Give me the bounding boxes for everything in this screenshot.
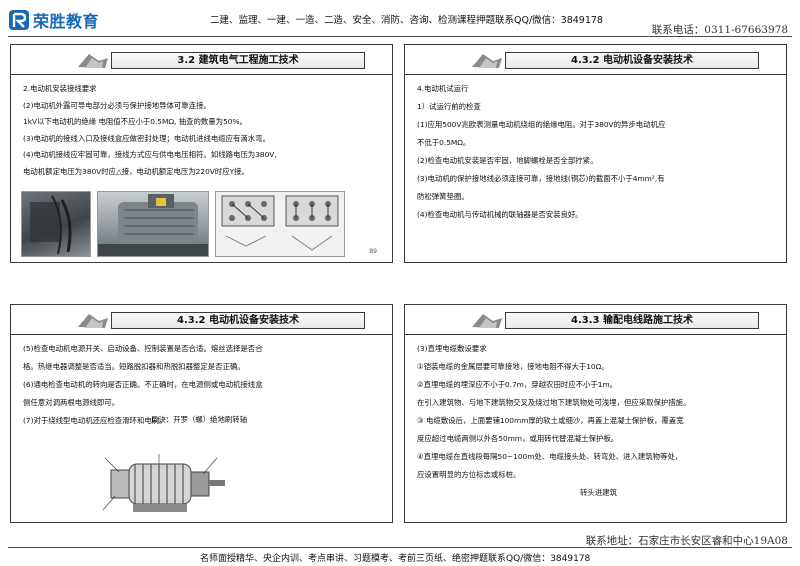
text-line: (4)检查电动机与传动机械的联轴器是否安装良好。 [417,210,583,219]
panel-title: 4.3.3 输配电线路施工技术 [505,312,759,329]
slide-title-icon [78,54,108,68]
text-line: ④直埋电缆在直线段每隔50~100m处、电缆接头处、转弯处、进入建筑物等处， [417,452,683,461]
text-line: 格。热继电器调整是否适当。短路脱扣器和热脱扣器整定是否正确。 [23,362,245,371]
contact-address: 联系地址：石家庄市长安区睿和中心19A08 [585,535,788,547]
text-line: 4.电动机试运行 [417,84,469,93]
slide-panel-electrical-construction: 3.2 建筑电气工程施工技术 2.电动机安装接线要求 (2)电动机外露可导电部分… [10,44,393,263]
text-line: ②直埋电缆的埋深应不小于0.7m，穿越农田时应不小于1m。 [417,380,618,389]
panel-title: 3.2 建筑电气工程施工技术 [111,52,365,69]
text-line: 度应超过电缆两侧以外各50mm，或用砖代替混凝土保护板。 [417,434,619,443]
slide-panel-motor-installation: 4.3.2 电动机设备安装技术 4.电动机试运行 1）试运行前的检查 (1)应用… [404,44,787,263]
slide-panel-motor-installation-continued: 4.3.2 电动机设备安装技术 (5)检查电动机电源开关、启动设备、控制装置是否… [10,304,393,523]
text-line: 1kV以下电动机的绝缘 电阻值不应小于0.5MΩ, 抽查的数量为50%。 [23,117,247,126]
text-line: 电动机额定电压为380V时应△接，电动机额定电压为220V时应Y接。 [23,166,249,176]
text-line: (5)检查电动机电源开关、启动设备、控制装置是否合适。熔丝选择是否合 [23,344,263,353]
text-line: 在引入建筑物、与地下建筑物交叉及绕过地下建筑物处可浅埋，但应采取保护措施。 [417,398,691,407]
slide-title-icon [78,314,108,328]
text-line: (6)通电检查电动机的转向是否正确。不正确时，在电源侧或电动机接线盒 [23,380,263,389]
text-line: 2.电动机安装接线要求 [23,84,97,93]
text-line: (2)电动机外露可导电部分必须与保护接地导体可靠连接。 [23,100,211,110]
text-line: (3)电动机的接线入口及接线盒应做密封处理；电动机进线电缆应有滴水弯。 [23,133,270,143]
slide-title-icon [472,314,502,328]
text-line: (4)电动机接线应牢固可靠，接线方式应与供电电压相符。如线路电压为380V, [23,150,277,159]
panel-content: (5)检查电动机电源开关、启动设备、控制装置是否合适。熔丝选择是否合 格。热继电… [23,343,384,433]
text-line: (2)检查电动机安装是否牢固，地脚螺栓是否全部拧紧。 [417,156,598,165]
terminal-wiring-diagram [215,191,345,257]
panel-content: 4.电动机试运行 1）试运行前的检查 (1)应用500V兆欧表测量电动机绕组的绝… [417,83,778,227]
mnemonic-note: 口诀：开罗（螺）绝地刷转轴 [151,415,248,424]
panel-title: 4.3.2 电动机设备安装技术 [505,52,759,69]
panel-header: 3.2 建筑电气工程施工技术 [11,45,392,75]
footer-divider [8,547,792,548]
photo-strip: 89 [21,191,381,257]
top-banner: 二建、监理、一建、一造、二造、安全、消防、咨询、检测课程押题联系QQ/微信：38… [210,15,603,26]
text-line: ③ 电缆敷设后，上面要铺100mm厚的软土或细沙，再盖上混凝土保护板，覆盖宽 [417,416,684,425]
text-line: (3)电动机的保护接地线必须连接可靠，接地线(铜芯)的截面不小于4mm²,有 [417,174,665,183]
annotation-note: 转头进建筑 [580,488,617,497]
text-line: 应设置明显的方位标志或标桩。 [417,470,521,479]
logo-text: 荣胜教育 [33,12,100,31]
panel-content: 2.电动机安装接线要求 (2)电动机外露可导电部分必须与保护接地导体可靠连接。 … [23,83,384,182]
text-line: 1）试运行前的检查 [417,102,481,111]
slide-title-icon [472,54,502,68]
slide-panel-power-line-construction: 4.3.3 输配电线路施工技术 (3)直埋电缆敷设要求 ①铠装电缆的金属层要可靠… [404,304,787,523]
logo: 荣胜教育 [8,8,99,32]
header-divider [8,36,792,37]
text-line: 不低于0.5MΩ。 [417,138,471,147]
motor-photo [97,191,209,257]
panel-header: 4.3.2 电动机设备安装技术 [405,45,786,75]
bottom-banner: 名师面授精华、央企内训、考点串讲、习题模考、考前三页纸、绝密押题联系QQ/微信：… [200,554,591,564]
text-line: (3)直埋电缆敷设要求 [417,344,487,353]
panel-content: (3)直埋电缆敷设要求 ①铠装电缆的金属层要可靠接地，接地电阻不得大于10Ω。 … [417,343,778,487]
text-line: (1)应用500V兆欧表测量电动机绕组的绝缘电阻。对于380V的异步电动机应 [417,120,666,129]
text-line: ①铠装电缆的金属层要可靠接地，接地电阻不得大于10Ω。 [417,362,609,371]
wound-rotor-motor-illustration [102,454,225,512]
text-line: (7)对于绕线型电动机还应检查滑环和电刷。 [23,416,167,425]
panel-header: 4.3.3 输配电线路施工技术 [405,305,786,335]
panel-title: 4.3.2 电动机设备安装技术 [111,312,365,329]
logo-mark-icon [9,10,29,30]
contact-phone: 联系电话：0311-67663978 [651,24,788,36]
text-line: 侧任意对调两根电源线即可。 [23,398,120,407]
panel-header: 4.3.2 电动机设备安装技术 [11,305,392,335]
motor-installation-photo [21,191,91,257]
text-line: 防松弹簧垫圈。 [417,192,469,201]
page-number: 89 [369,248,377,255]
